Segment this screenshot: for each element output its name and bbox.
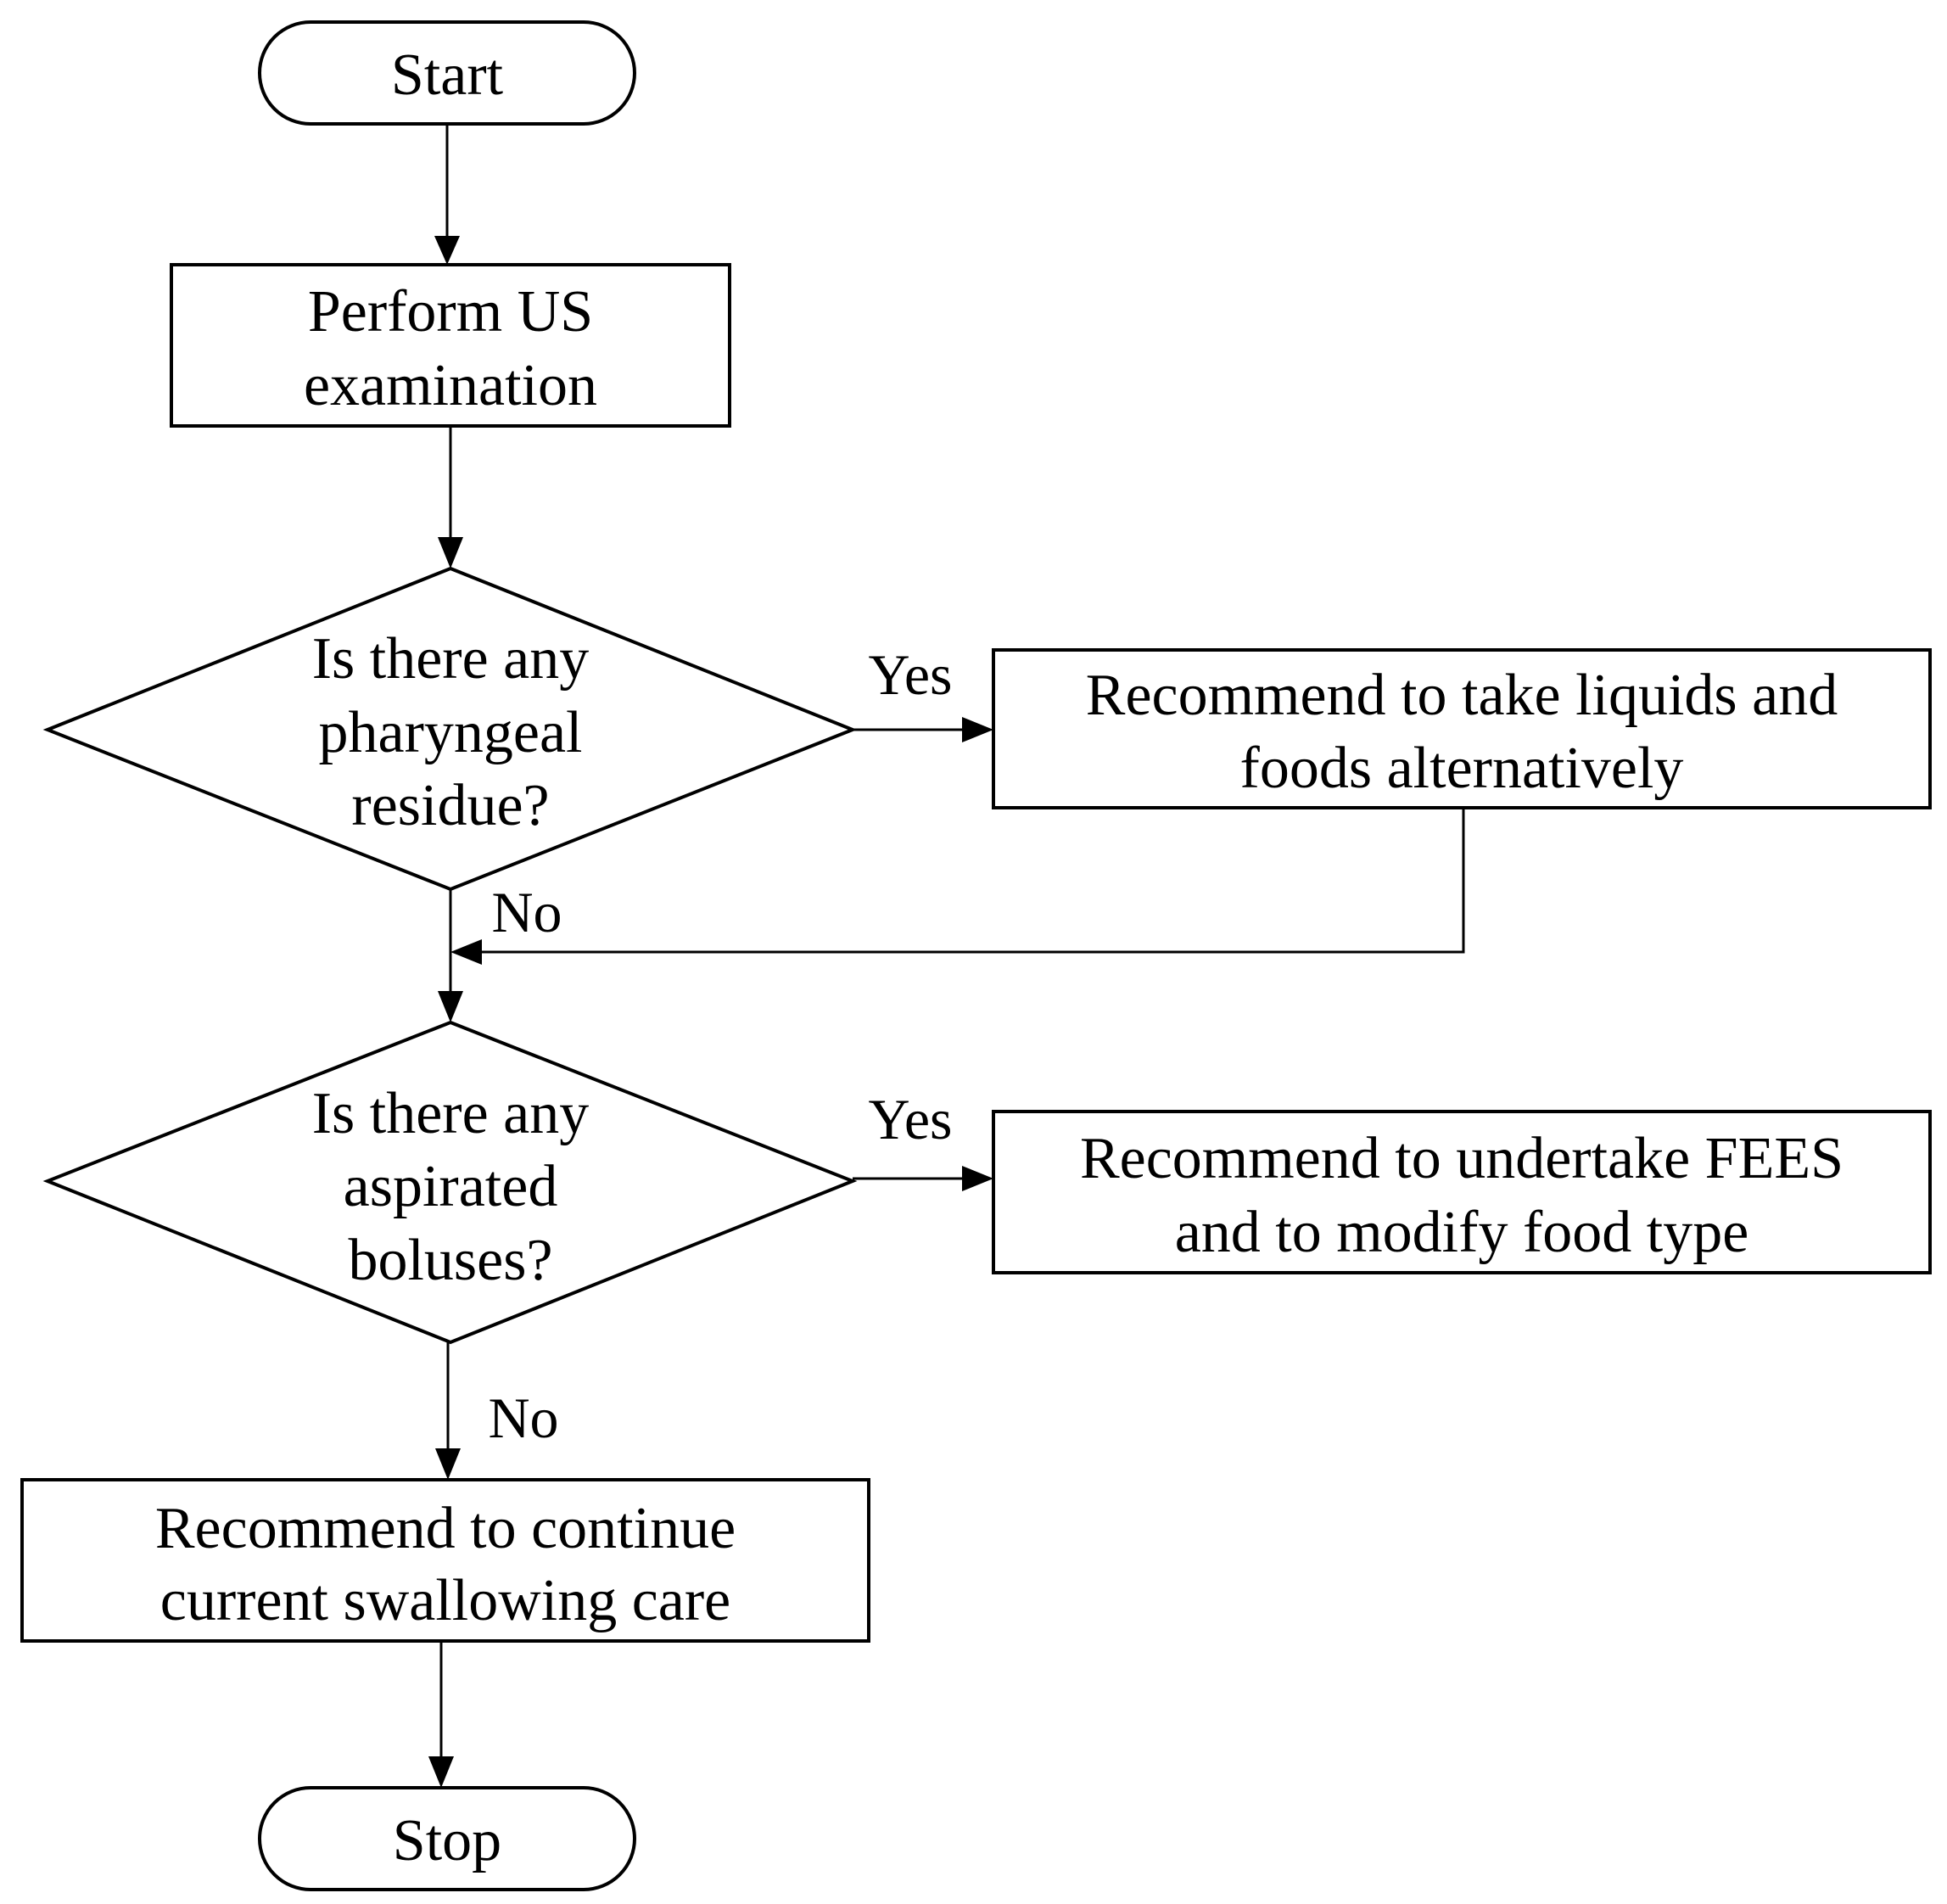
action-continue-line-2: current swallowing care bbox=[160, 1568, 731, 1633]
start-label: Start bbox=[391, 42, 504, 108]
arrow-aspiration-no: No bbox=[435, 1342, 559, 1480]
stop-label: Stop bbox=[393, 1808, 501, 1873]
arrow-residue-no: No bbox=[438, 880, 562, 1022]
label-no-aspiration: No bbox=[488, 1386, 558, 1450]
decision-pharyngeal-residue: Is there any pharyngeal residue? bbox=[42, 566, 858, 892]
process-perform-us-line-2: examination bbox=[304, 353, 597, 418]
action-alternate-line-2: foods alternatively bbox=[1240, 736, 1684, 801]
arrow-start-to-us bbox=[434, 124, 460, 265]
decision-residue-line-3: residue? bbox=[351, 773, 549, 838]
decision-residue-line-2: pharyngeal bbox=[319, 700, 583, 765]
action-take-liquids-foods-alternatively: Recommend to take liquids and foods alte… bbox=[992, 648, 1932, 809]
action-continue-line-1: Recommend to continue bbox=[155, 1496, 736, 1561]
action-fees-line-1: Recommend to undertake FEES bbox=[1080, 1126, 1843, 1191]
decision-aspiration-line-3: boluses? bbox=[348, 1228, 552, 1293]
stop-terminator: Stop bbox=[258, 1786, 636, 1891]
label-yes-aspiration: Yes bbox=[869, 1087, 953, 1151]
decision-aspiration-line-1: Is there any bbox=[312, 1081, 590, 1146]
arrow-us-to-decision-residue bbox=[438, 426, 463, 568]
action-undertake-fees: Recommend to undertake FEES and to modif… bbox=[992, 1110, 1932, 1274]
arrow-continue-to-stop bbox=[428, 1641, 454, 1788]
start-terminator: Start bbox=[258, 20, 636, 126]
arrow-aspiration-yes: Yes bbox=[853, 1087, 993, 1191]
arrow-alternate-return bbox=[450, 808, 1465, 965]
process-perform-us: Perform US examination bbox=[170, 263, 731, 428]
action-fees-line-2: and to modify food type bbox=[1175, 1200, 1749, 1265]
decision-aspirated-boluses: Is there any aspirated boluses? bbox=[42, 1020, 858, 1345]
action-continue-current-care: Recommend to continue current swallowing… bbox=[20, 1478, 870, 1643]
process-perform-us-line-1: Perform US bbox=[308, 279, 593, 344]
label-yes-residue: Yes bbox=[869, 642, 953, 707]
decision-aspiration-line-2: aspirated bbox=[344, 1154, 558, 1219]
decision-residue-line-1: Is there any bbox=[312, 626, 590, 692]
action-alternate-line-1: Recommend to take liquids and bbox=[1086, 663, 1838, 728]
label-no-residue: No bbox=[491, 880, 562, 944]
arrow-residue-yes: Yes bbox=[853, 642, 993, 742]
